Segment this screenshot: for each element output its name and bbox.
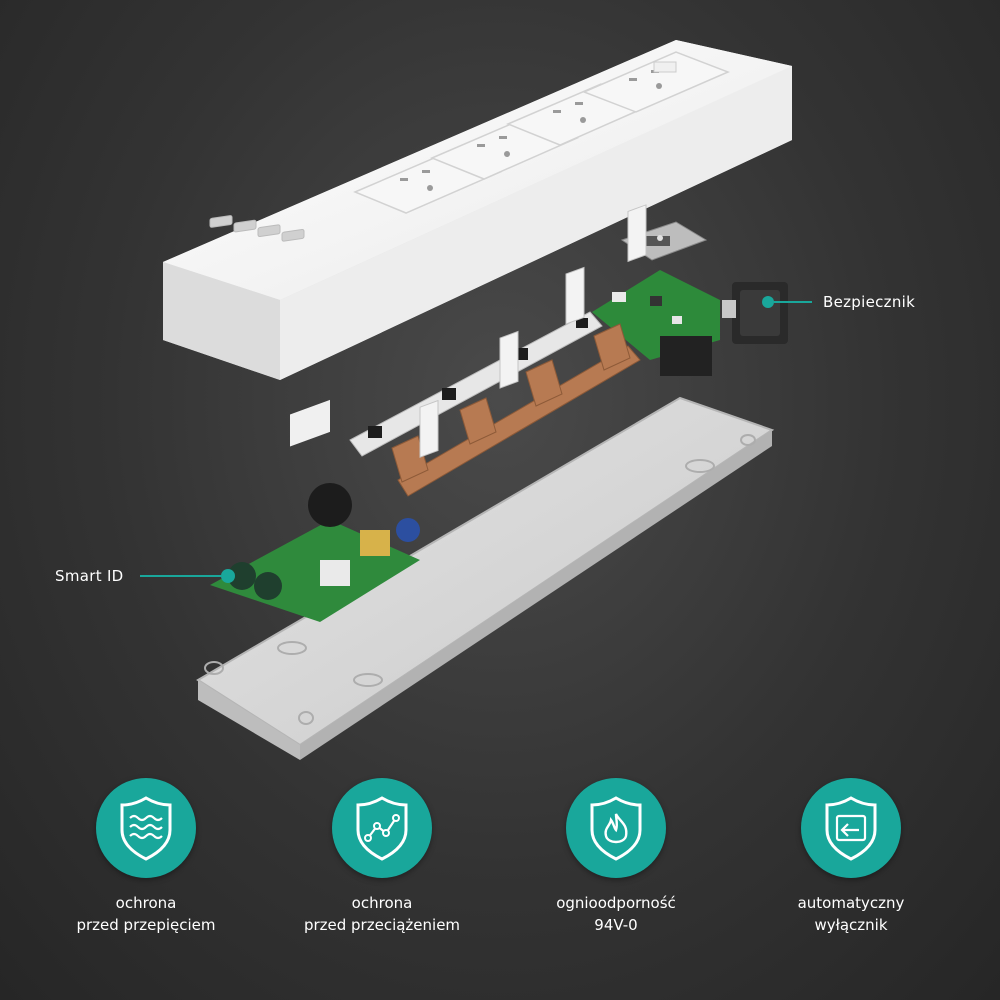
power-supply-pcb [210,399,420,622]
copper-bus-bar [391,323,641,497]
fuse-component [722,282,788,344]
usb-ports [209,215,305,242]
shield-graph-icon [356,796,408,861]
feature-label: ognioodporność 94V-0 [556,894,676,934]
outlets [353,51,730,214]
fuse-callout-label: Bezpiecznik [823,293,916,311]
feature-badge [566,778,666,878]
smart-id-callout-label: Smart ID [55,567,124,585]
feature-label: ochrona przed przepięciem [76,894,216,934]
power-strip-cover [163,40,792,380]
feature-badge [96,778,196,878]
bottom-tray [196,204,775,760]
feature-label: ochrona przed przeciążeniem [303,894,461,934]
feature-badge [801,778,901,878]
feature-label: automatyczny wyłącznik [797,894,905,934]
feature-overload-protection: ochrona przed przeciążeniem [267,778,497,936]
feature-fire-resistance: ognioodporność 94V-0 [501,778,731,936]
feature-badge [332,778,432,878]
exploded-power-strip-illustration [140,40,812,760]
shield-return-icon [825,796,877,861]
feature-row: ochrona przed przepięciem ochrona przed … [0,778,1000,978]
feature-auto-shutoff: automatyczny wyłącznik [736,778,966,936]
shield-waves-icon [120,796,172,861]
shield-flame-icon [590,796,642,861]
feature-surge-protection: ochrona przed przepięciem [31,778,261,936]
